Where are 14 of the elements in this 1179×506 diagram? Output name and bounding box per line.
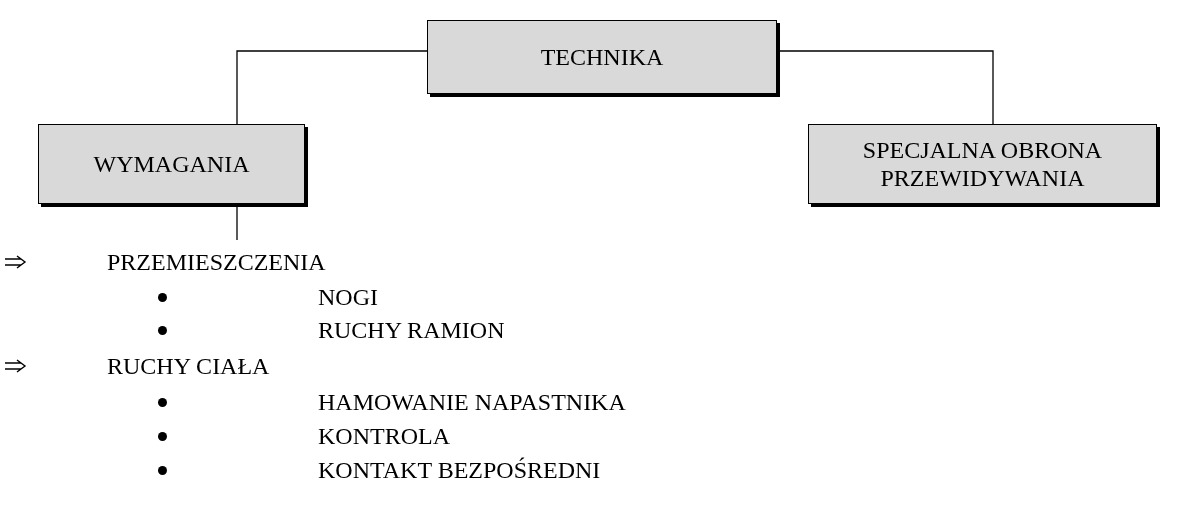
box-text: TECHNIKA xyxy=(540,43,664,71)
list-item-text: PRZEMIESZCZENIA xyxy=(107,248,326,277)
list-item-text: KONTAKT BEZPOŚREDNI xyxy=(318,456,601,485)
list-item-text: NOGI xyxy=(318,283,378,312)
connector-line xyxy=(236,50,428,125)
box-text: WYMAGANIA xyxy=(93,150,250,178)
box-text: SPECJALNA OBRONA PRZEWIDYWANIA xyxy=(861,136,1104,192)
list-item-text: HAMOWANIE NAPASTNIKA xyxy=(318,388,626,417)
list-item-text: RUCHY CIAŁA xyxy=(107,352,270,381)
label-box xyxy=(808,124,1157,204)
label-box xyxy=(427,20,777,94)
list-item-text: KONTROLA xyxy=(318,422,450,451)
label-box xyxy=(38,124,305,204)
list-item-text: RUCHY RAMION xyxy=(318,316,505,345)
